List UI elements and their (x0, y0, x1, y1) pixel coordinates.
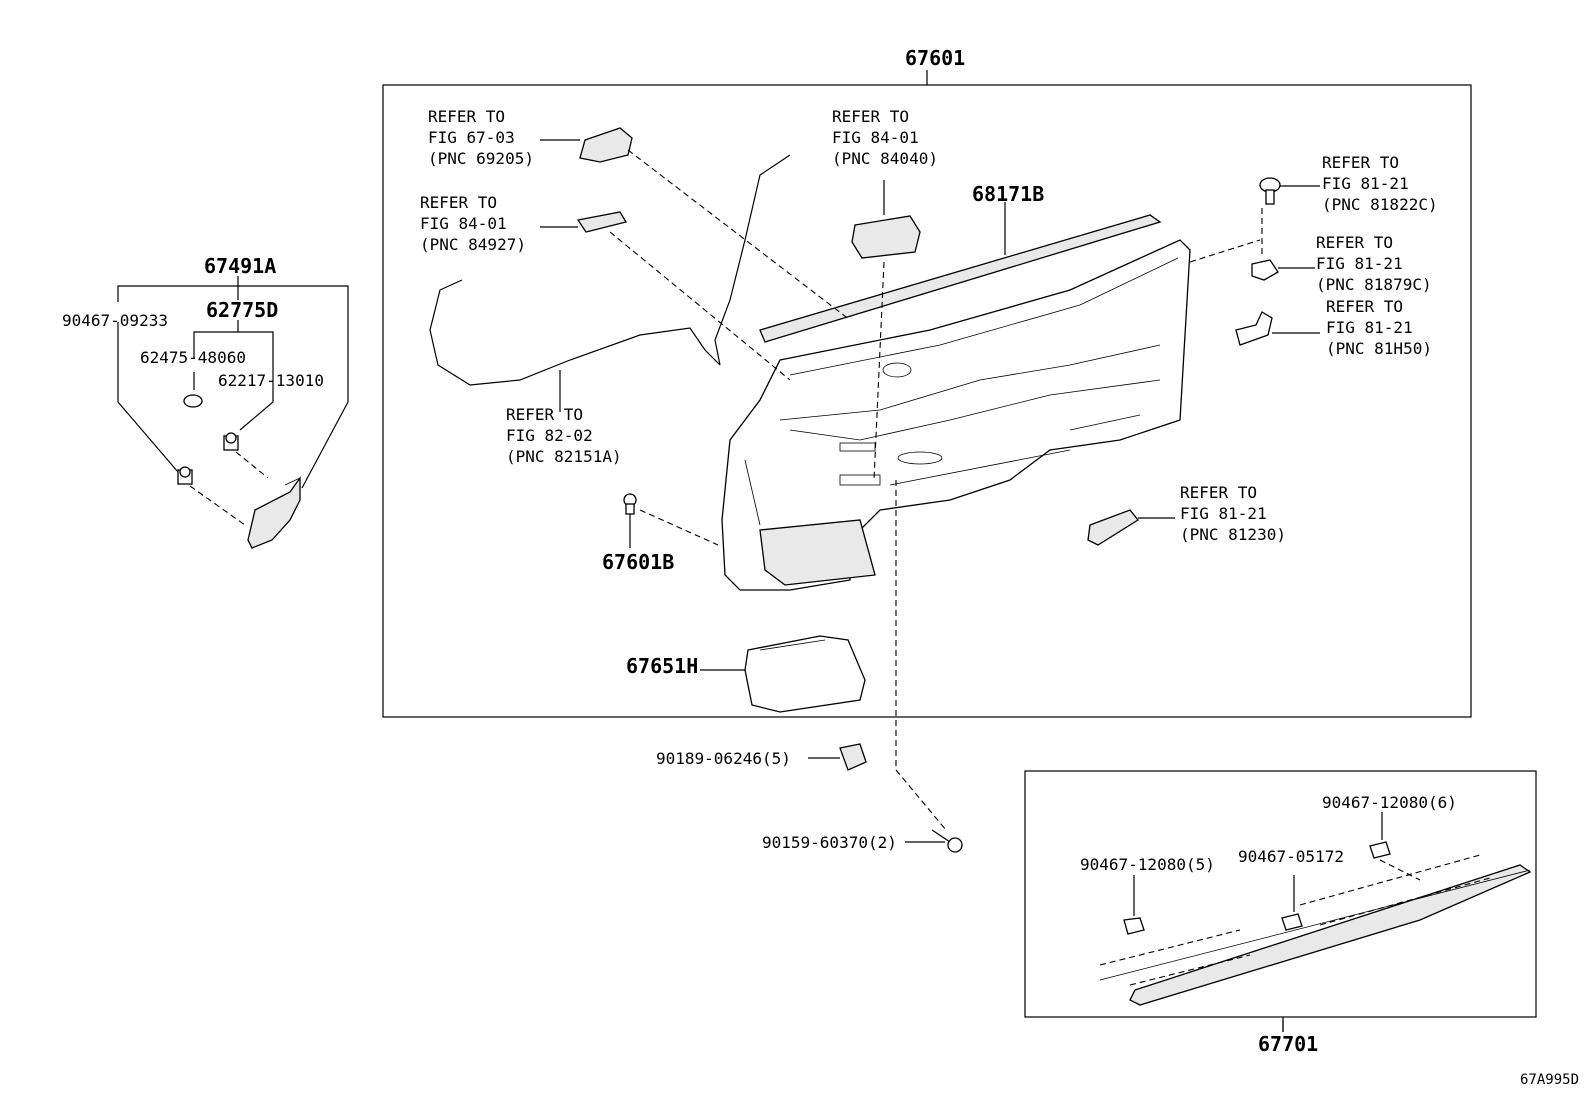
label-90467-12080-5: 90467-12080(5) (1080, 855, 1215, 874)
label-67651H: 67651H (626, 654, 699, 678)
label-90467-05172: 90467-05172 (1238, 847, 1344, 866)
label-90159-60370: 90159-60370(2) (762, 833, 897, 852)
label-67601B: 67601B (602, 550, 675, 574)
foot-cover-bracket (117, 276, 349, 489)
label-67701: 67701 (1258, 1032, 1319, 1056)
diagram-id: 67A995D (1520, 1072, 1580, 1088)
clip-81822C-part (1259, 177, 1281, 205)
scuff-clip-parts (1123, 841, 1391, 935)
wire-harness-part (429, 279, 721, 386)
switch-part (576, 211, 628, 233)
door-trim-panel (721, 239, 1191, 591)
label-90467-09233: 90467-09233 (62, 311, 168, 330)
clip-81879C-part (1251, 259, 1279, 281)
clip-67601B-part (623, 493, 637, 515)
clip-62217-part (223, 432, 239, 451)
label-90189-06246: 90189-06246(5) (656, 749, 791, 768)
switch-84040-part (851, 215, 921, 259)
label-67601: 67601 (905, 46, 966, 70)
label-62217-13010: 62217-13010 (218, 371, 324, 390)
cushion-part (183, 394, 203, 408)
scuff-plate-part (1099, 864, 1532, 1006)
light-81230-part (1087, 509, 1139, 546)
foot-cover-part (247, 475, 301, 549)
clip-90467-part (177, 466, 193, 485)
label-62775D: 62775D (206, 298, 279, 322)
label-90467-12080-6: 90467-12080(6) (1322, 793, 1457, 812)
label-62475-48060: 62475-48060 (140, 348, 246, 367)
scuff-plate-frame (1024, 770, 1537, 1018)
screw-90159-part (931, 829, 963, 853)
armrest-moulding-part (759, 202, 1162, 343)
handle-part (579, 127, 633, 163)
clip-90189-part (839, 743, 867, 771)
bracket-81H50-part (1235, 311, 1273, 346)
label-68171B: 68171B (972, 182, 1045, 206)
label-67491A: 67491A (204, 254, 277, 278)
lower-board-part (744, 635, 866, 713)
